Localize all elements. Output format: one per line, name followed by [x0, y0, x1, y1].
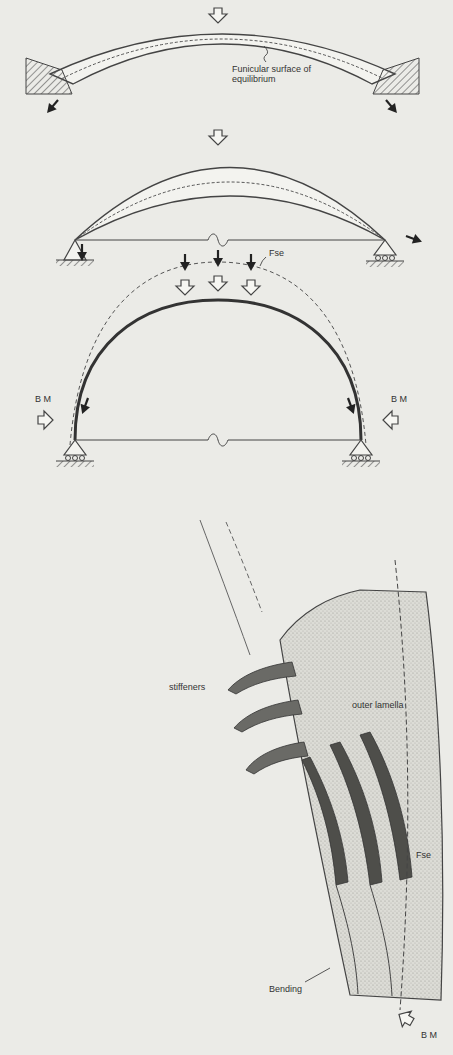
ground — [366, 261, 404, 262]
fixed-support — [26, 58, 72, 94]
load-arrow — [176, 280, 194, 295]
reaction-arrow — [77, 244, 87, 261]
tie-rod — [75, 434, 361, 446]
roller — [390, 256, 395, 261]
roller — [359, 456, 364, 461]
thrust-arrow — [77, 396, 92, 415]
part-label: B M — [420, 1030, 438, 1040]
moment-arrow — [395, 1007, 417, 1030]
stiffener — [234, 700, 302, 732]
fixed-arch-panel — [26, 8, 419, 116]
ground — [366, 261, 404, 267]
load-arrow — [180, 254, 190, 271]
bending-arch-panel — [38, 250, 398, 467]
arch-shell — [75, 168, 385, 241]
fixed-support — [373, 58, 419, 94]
funicular-line — [395, 560, 408, 1010]
moment-arrow — [38, 411, 53, 429]
rib-edge — [370, 885, 392, 996]
part-label: Bending — [268, 984, 303, 994]
ribbed-shell-panel — [200, 520, 443, 1030]
load-arrow — [209, 130, 227, 145]
part-label: Fse — [268, 248, 285, 258]
part-label: stiffeners — [168, 682, 206, 692]
part-label: Funicular surface of equilibrium — [232, 64, 312, 85]
part-label: B M — [390, 394, 408, 404]
part-label: Fse — [416, 850, 431, 860]
outer-lamella — [280, 590, 443, 1000]
roller — [383, 256, 388, 261]
shell-edge — [200, 520, 250, 655]
roller-support — [374, 240, 396, 255]
ground — [342, 461, 380, 467]
roller — [80, 456, 85, 461]
roller — [66, 456, 71, 461]
funicular-line — [61, 39, 384, 79]
stiffener — [360, 732, 412, 880]
ground — [56, 260, 94, 261]
roller — [366, 456, 371, 461]
ground — [56, 461, 94, 462]
leader-line — [305, 968, 330, 982]
tie-rod — [75, 234, 385, 246]
roller — [73, 456, 78, 461]
load-arrow — [213, 250, 223, 267]
stiffener — [228, 662, 296, 694]
roller-support — [350, 440, 372, 455]
part-label: outer lamella — [352, 700, 404, 710]
leader-line — [264, 46, 268, 62]
funicular-line — [70, 262, 366, 445]
rib-edge — [336, 885, 358, 994]
part-label: B M — [34, 394, 52, 404]
funicular-line — [75, 182, 385, 240]
reaction-arrow — [404, 231, 423, 246]
load-arrow — [246, 254, 256, 271]
roller — [352, 456, 357, 461]
arch-rib — [75, 300, 361, 440]
roller — [376, 256, 381, 261]
pin-support — [64, 240, 86, 260]
stiffener — [246, 742, 308, 774]
thrust-arrow — [382, 97, 401, 116]
moment-arrow — [383, 411, 398, 429]
tied-arch-panel — [56, 130, 424, 267]
roller-support — [64, 440, 86, 455]
ground — [56, 260, 94, 266]
stiffener — [302, 757, 348, 885]
arch-shell — [50, 34, 395, 84]
load-arrow — [242, 280, 260, 295]
thrust-arrow — [343, 396, 358, 415]
thrust-arrow — [43, 97, 62, 116]
load-arrow — [209, 8, 227, 23]
ground — [342, 461, 380, 462]
leader-line — [260, 257, 266, 266]
load-arrow — [209, 276, 227, 291]
ground — [56, 461, 94, 467]
shell-edge — [226, 522, 262, 612]
